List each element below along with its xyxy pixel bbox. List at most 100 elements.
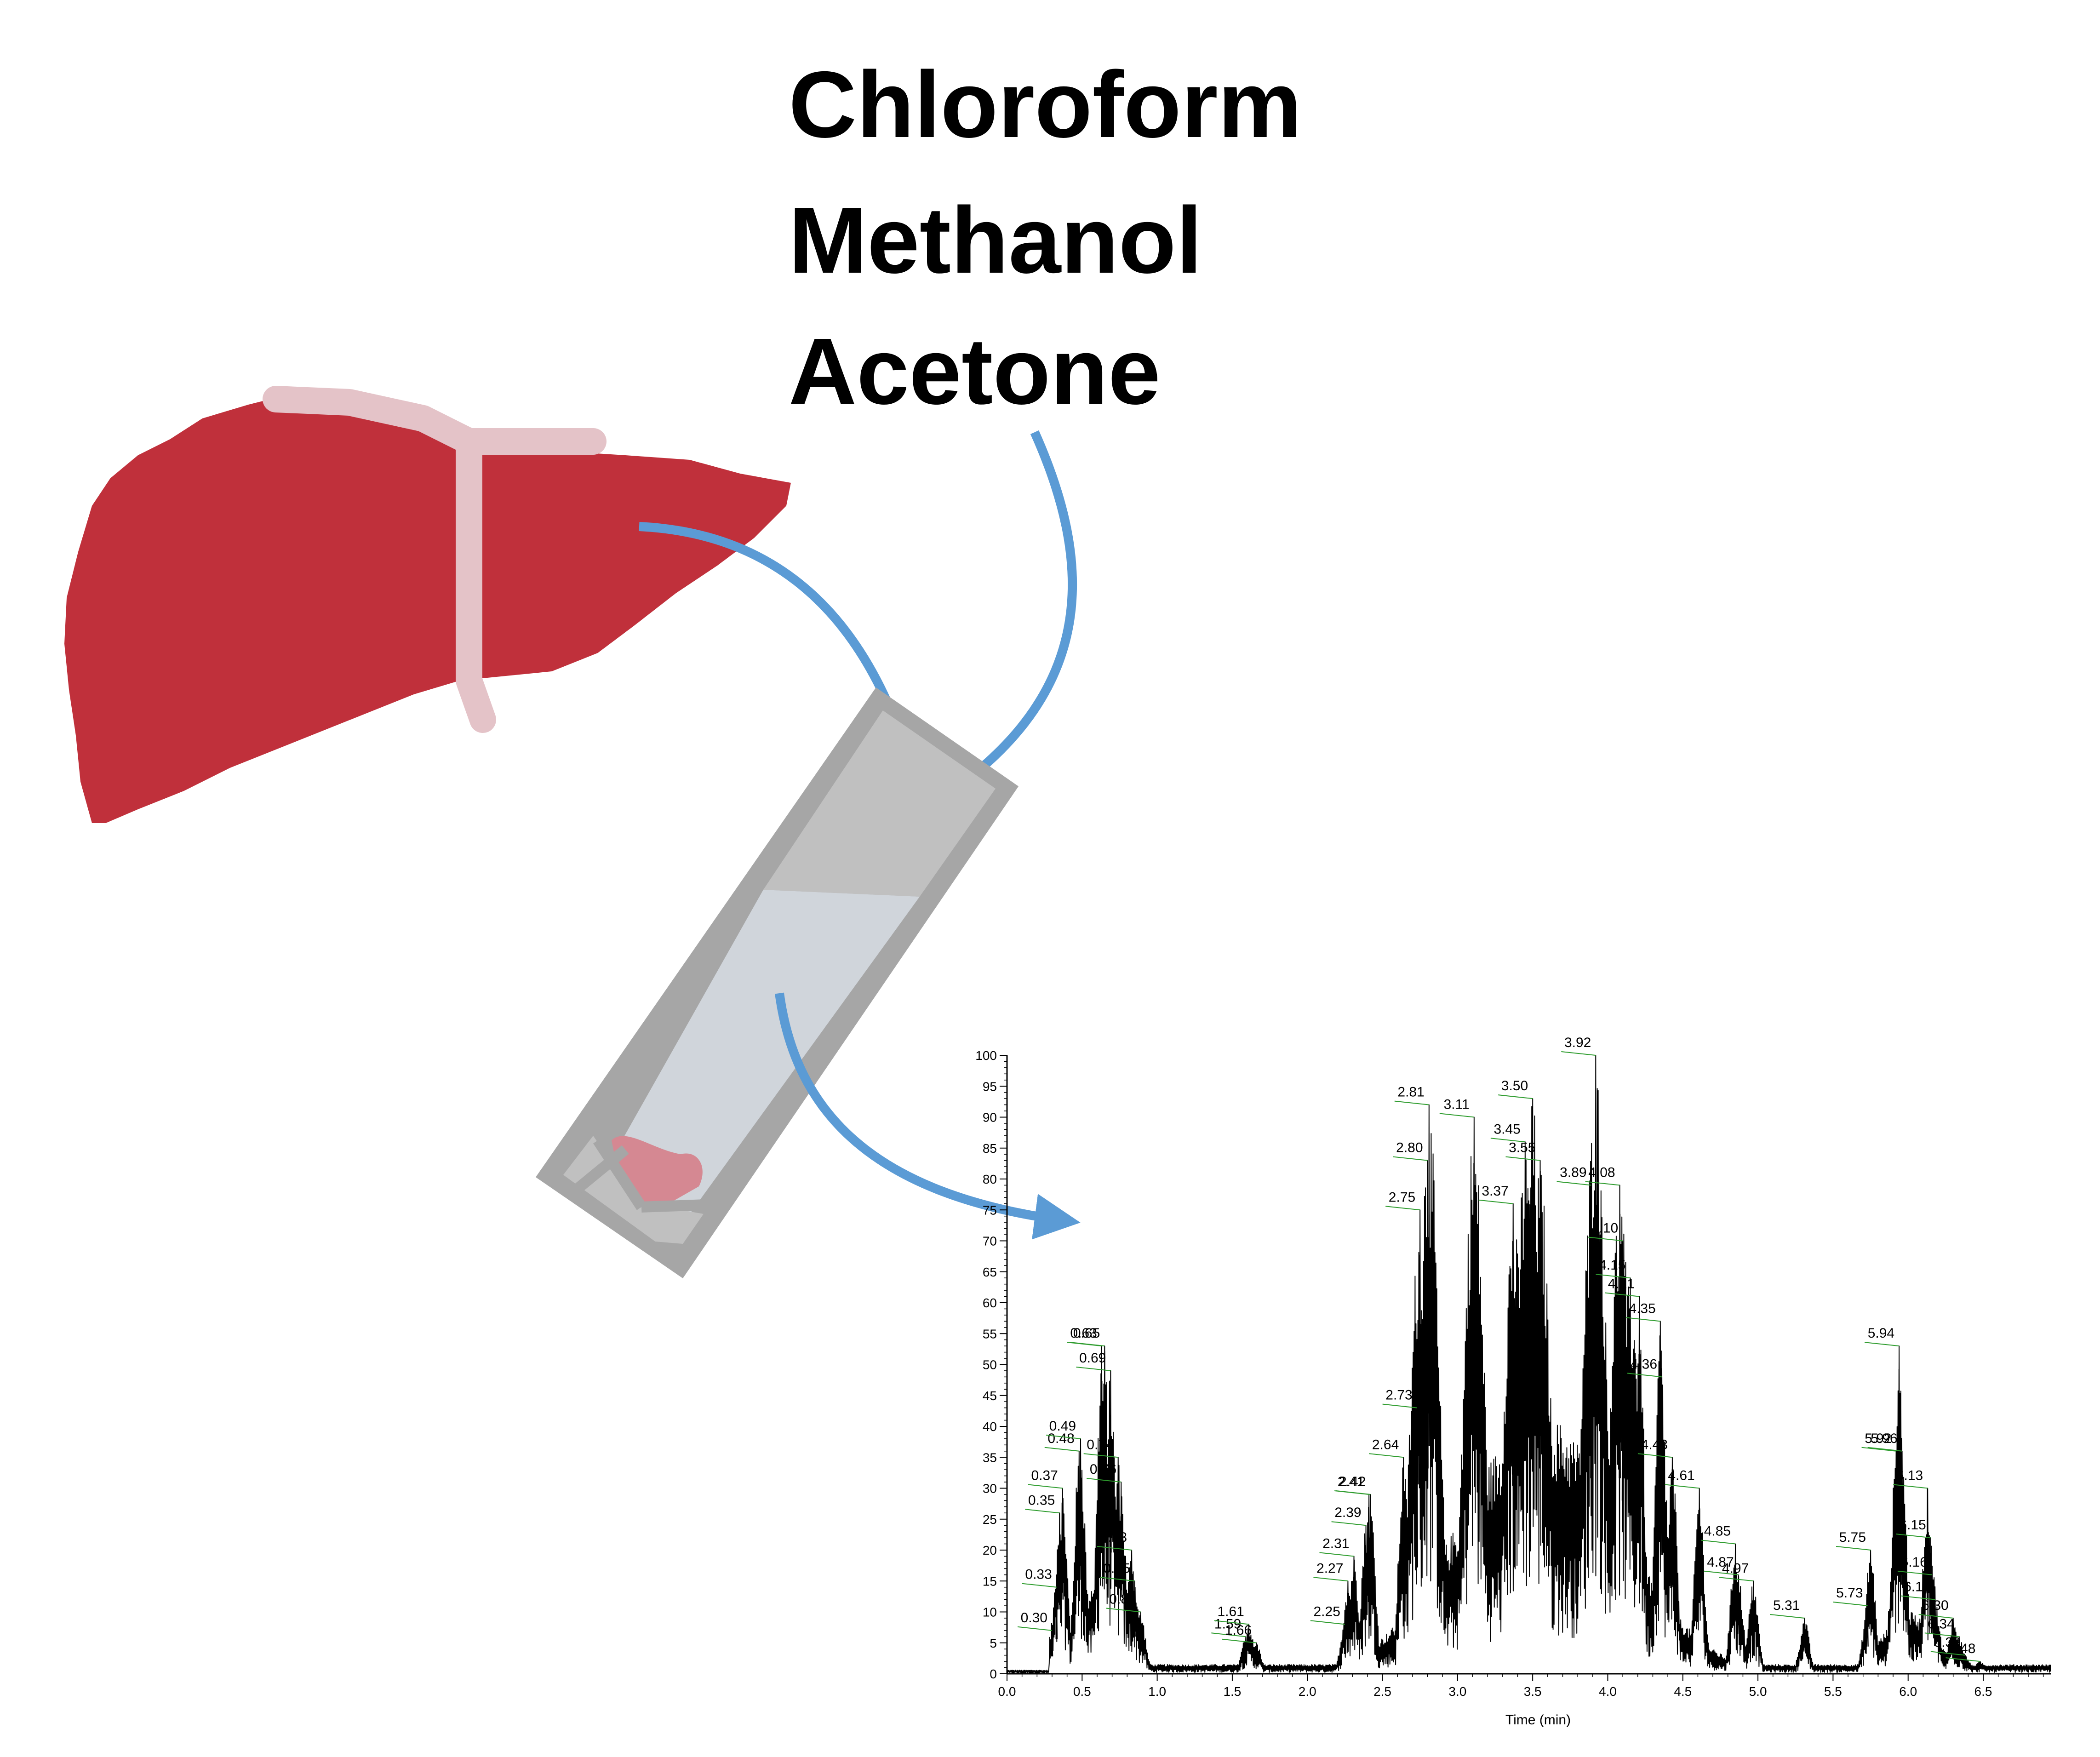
peak-leader [1505, 1156, 1540, 1161]
x-tick-label: 5.5 [1824, 1684, 1842, 1699]
peak-label: 0.49 [1049, 1419, 1076, 1434]
peak-label: 0.63 [1070, 1326, 1097, 1341]
peak-leader [1336, 1490, 1371, 1495]
y-tick-label: 85 [983, 1141, 997, 1156]
peak-label: 2.41 [1338, 1474, 1364, 1489]
peak-leader [1700, 1540, 1736, 1545]
peak-label: 0.89 [1109, 1592, 1136, 1607]
peak-label: 3.45 [1493, 1122, 1520, 1137]
peak-label: 4.10 [1591, 1221, 1618, 1236]
peak-label: 4.61 [1668, 1468, 1694, 1483]
peak-label: 2.39 [1334, 1505, 1361, 1520]
solvent-chloroform: Chloroform [789, 52, 1302, 157]
peak-leader [1867, 1447, 1902, 1452]
peak-leader [1924, 1632, 1959, 1637]
vial-cap [563, 1136, 704, 1244]
peak-leader [1900, 1595, 1935, 1600]
peak-leader [1393, 1156, 1428, 1161]
peak-leader [1625, 1317, 1660, 1322]
peak-leader [1044, 1447, 1079, 1452]
y-tick-label: 55 [983, 1327, 997, 1341]
peak-leader [1106, 1608, 1141, 1613]
peak-leader [1222, 1638, 1257, 1643]
peak-leader [1865, 1342, 1900, 1347]
peak-leader [1896, 1534, 1931, 1539]
peak-label: 5.92 [1865, 1431, 1891, 1446]
peak-leader [1946, 1657, 1980, 1662]
peak-leader [1770, 1614, 1805, 1619]
peak-leader [1478, 1199, 1513, 1204]
peak-leader [1588, 1236, 1623, 1242]
x-tick-label: 5.0 [1749, 1684, 1767, 1699]
peak-label: 6.15 [1899, 1517, 1926, 1533]
y-tick-label: 95 [983, 1079, 997, 1093]
y-axis-ticks: 0510152025303540455055606570758085909510… [975, 1048, 1007, 1681]
peak-leader [1083, 1453, 1118, 1458]
solvent-methanol: Methanol [789, 188, 1202, 293]
peak-label: 0.69 [1079, 1351, 1106, 1366]
x-tick-label: 3.0 [1448, 1684, 1466, 1699]
peak-label: 5.73 [1836, 1585, 1863, 1601]
peak-label: 3.89 [1560, 1165, 1586, 1180]
liver-icon [64, 386, 791, 823]
peak-label: 0.65 [1073, 1326, 1100, 1341]
peak-label: 4.85 [1704, 1524, 1731, 1539]
peak-leader [1100, 1577, 1135, 1582]
peak-label: 1.66 [1225, 1623, 1252, 1638]
peak-label: 4.35 [1629, 1301, 1655, 1316]
x-tick-label: 6.5 [1974, 1684, 1992, 1699]
peak-leader [1319, 1552, 1354, 1557]
peak-leader [1561, 1051, 1596, 1056]
y-tick-label: 70 [983, 1234, 997, 1248]
x-tick-label: 1.5 [1223, 1684, 1241, 1699]
peak-leader [1076, 1366, 1111, 1371]
peak-label: 0.83 [1100, 1530, 1127, 1545]
extract-arrow [775, 992, 1081, 1240]
x-tick-label: 0.0 [998, 1684, 1016, 1699]
peak-label: 3.92 [1564, 1035, 1591, 1050]
peak-leader [1331, 1521, 1366, 1526]
y-tick-label: 40 [983, 1419, 997, 1434]
peak-leader [1704, 1570, 1739, 1575]
x-axis-title: Time (min) [1505, 1712, 1571, 1728]
x-tick-label: 4.0 [1599, 1684, 1617, 1699]
peak-label: 3.50 [1501, 1078, 1528, 1093]
peak-leader [1861, 1447, 1896, 1452]
peak-leader [1097, 1546, 1132, 1551]
peak-leader [1394, 1100, 1429, 1105]
y-tick-label: 15 [983, 1574, 997, 1588]
peak-leader [1604, 1292, 1640, 1297]
y-tick-label: 100 [975, 1048, 997, 1063]
peak-label: 6.38 [1934, 1635, 1960, 1650]
peak-leader [1439, 1113, 1474, 1118]
x-tick-label: 1.0 [1148, 1684, 1166, 1699]
peak-label: 5.96 [1871, 1431, 1897, 1446]
y-tick-label: 20 [983, 1543, 997, 1557]
peak-leader [1211, 1632, 1246, 1637]
peak-leader [1833, 1602, 1868, 1607]
peak-leader [1385, 1206, 1420, 1211]
peak-leader [1313, 1577, 1348, 1582]
peak-leader [1214, 1620, 1249, 1625]
peak-label: 3.55 [1509, 1140, 1535, 1156]
peak-leader [1637, 1453, 1673, 1458]
peak-label: 4.08 [1588, 1165, 1615, 1180]
peak-leader [1897, 1570, 1933, 1575]
peak-leader [1930, 1651, 1965, 1656]
peak-leader [1087, 1478, 1122, 1483]
y-tick-label: 45 [983, 1389, 997, 1403]
peak-label: 2.31 [1322, 1536, 1349, 1551]
peak-label: 0.33 [1025, 1567, 1052, 1582]
peak-label: 6.16 [1901, 1555, 1928, 1570]
peak-leader [1046, 1434, 1081, 1439]
peak-leader [1028, 1484, 1063, 1489]
peak-leader [1022, 1583, 1057, 1588]
peak-leader [1627, 1373, 1662, 1378]
peak-leader [1025, 1509, 1060, 1514]
peak-label: 6.30 [1922, 1598, 1948, 1613]
peak-label: 1.61 [1217, 1604, 1244, 1619]
peak-label: 6.48 [1949, 1641, 1975, 1656]
peak-label: 6.13 [1896, 1468, 1923, 1483]
